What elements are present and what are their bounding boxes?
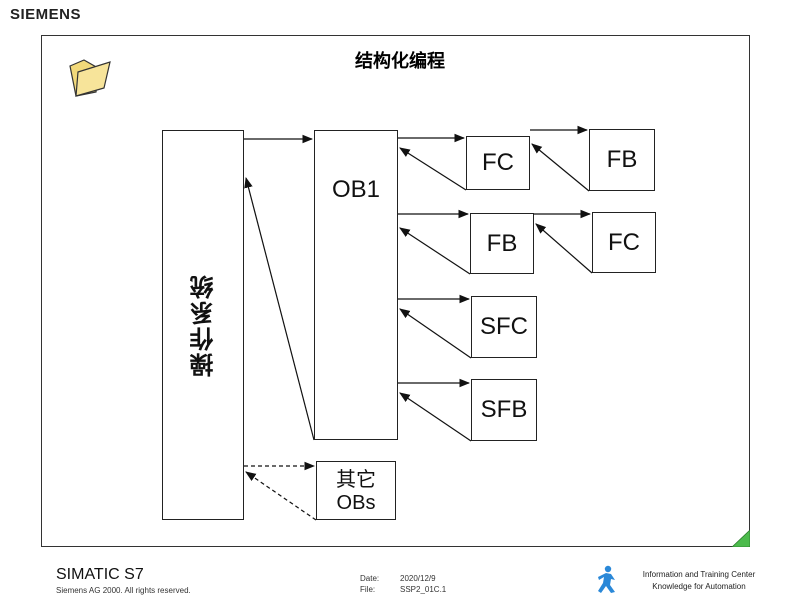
sfb-label: SFB [480, 396, 528, 423]
training-center-logo-icon [598, 565, 615, 593]
arrow-fc2-return [535, 223, 593, 274]
training-center-name: Information and Training Center [642, 570, 756, 579]
siemens-logo: SIEMENS [10, 6, 82, 23]
file-value: SSP2_01C.1 [400, 585, 447, 594]
training-center-tagline: Knowledge for Automation [652, 582, 746, 591]
fb-label-1: FB [606, 146, 638, 173]
fc-label-1: FC [482, 149, 514, 176]
corner-marker-icon [732, 530, 750, 547]
arrow-ob1-return-to-os [244, 176, 315, 441]
ob1-block: OB1 [314, 130, 398, 440]
other-obs-label-line2: OBs [336, 491, 376, 514]
file-label: File: [360, 585, 376, 594]
footer-copyright: Siemens AG 2000. All rights reserved. [56, 586, 191, 595]
ob1-label: OB1 [331, 176, 381, 203]
fb-block-1: FB [589, 129, 655, 191]
sfb-block: SFB [471, 379, 537, 441]
sfc-block: SFC [471, 296, 537, 358]
arrow-other-obs-return [245, 471, 317, 521]
date-label: Date: [360, 574, 380, 583]
other-obs-label-line1: 其它 [336, 466, 376, 491]
fc-label-2: FC [608, 228, 640, 256]
fb-block-2: FB [470, 213, 534, 274]
operating-system-label: 操作系统 [189, 273, 218, 377]
date-value: 2020/12/9 [400, 574, 436, 583]
sfc-label: SFC [480, 313, 528, 340]
footer-product-name: SIMATIC S7 [56, 566, 144, 583]
fb-label-2: FB [486, 229, 518, 257]
slide-title: 结构化编程 [355, 51, 445, 72]
fc-block-2: FC [592, 212, 656, 273]
operating-system-block: 操作系统 [162, 130, 244, 520]
arrow-fc1-return [399, 147, 467, 191]
arrow-sfb-return [399, 392, 472, 442]
folder-icon [69, 59, 111, 97]
arrow-sfc-return [399, 308, 472, 359]
other-obs-block: 其它 OBs [316, 461, 396, 520]
arrow-fb2-return [399, 227, 471, 275]
fc-block-1: FC [466, 136, 530, 190]
arrow-fb1-return [531, 143, 590, 192]
